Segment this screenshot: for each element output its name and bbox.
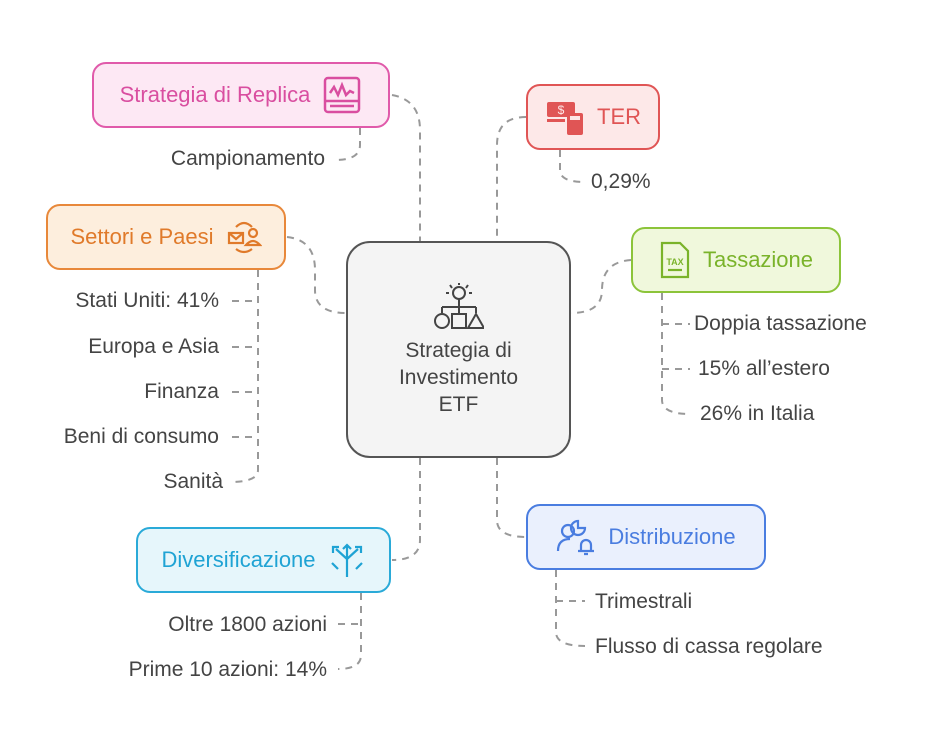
svg-text:$: $ — [558, 103, 565, 117]
branch-settori[interactable]: Settori e Paesi — [46, 204, 286, 270]
branch-label: Tassazione — [702, 247, 814, 272]
branch-diversificazione[interactable]: Diversificazione — [136, 527, 391, 593]
branch-replica[interactable]: Strategia di Replica — [92, 62, 390, 128]
branch-ter[interactable]: $ TER — [526, 84, 660, 150]
leaf-item: Beni di consumo — [63, 425, 219, 448]
split-arrows-icon — [330, 543, 363, 577]
branch-label: Strategia di Replica — [119, 82, 311, 107]
mail-user-exchange-icon — [227, 221, 262, 254]
tax-document-icon: TAX — [660, 241, 690, 279]
leaf-item: 26% in Italia — [700, 402, 815, 425]
leaf-item: 0,29% — [591, 170, 651, 193]
branch-tassazione[interactable]: TAX Tassazione — [631, 227, 841, 293]
leaf-item: Trimestrali — [595, 590, 693, 613]
leaf-item: Doppia tassazione — [694, 312, 867, 335]
leaf-item: Campionamento — [170, 147, 325, 170]
user-chart-bell-icon — [557, 519, 595, 556]
branch-label: Diversificazione — [161, 547, 316, 572]
money-calculator-icon: $ — [547, 102, 583, 135]
leaf-item: Finanza — [144, 380, 219, 403]
leaf-item: Prime 10 azioni: 14% — [128, 658, 327, 681]
branch-label: TER — [597, 104, 641, 129]
svg-text:TAX: TAX — [666, 257, 683, 267]
central-title: Strategia di Investimento ETF — [398, 339, 519, 416]
leaf-item: Europa e Asia — [88, 335, 219, 358]
leaf-item: Flusso di cassa regolare — [595, 635, 823, 658]
leaf-item: Stati Uniti: 41% — [75, 289, 219, 312]
central-node: Strategia di Investimento ETF — [346, 241, 571, 458]
leaf-item: Oltre 1800 azioni — [168, 613, 327, 636]
branch-label: Settori e Paesi — [70, 224, 214, 249]
chart-monitor-icon — [324, 76, 361, 114]
leaf-item: 15% all’estero — [698, 357, 830, 380]
strategy-icon — [433, 283, 484, 329]
leaf-item: Sanità — [163, 470, 223, 493]
branch-label: Distribuzione — [608, 524, 736, 549]
branch-distribuzione[interactable]: Distribuzione — [526, 504, 766, 570]
